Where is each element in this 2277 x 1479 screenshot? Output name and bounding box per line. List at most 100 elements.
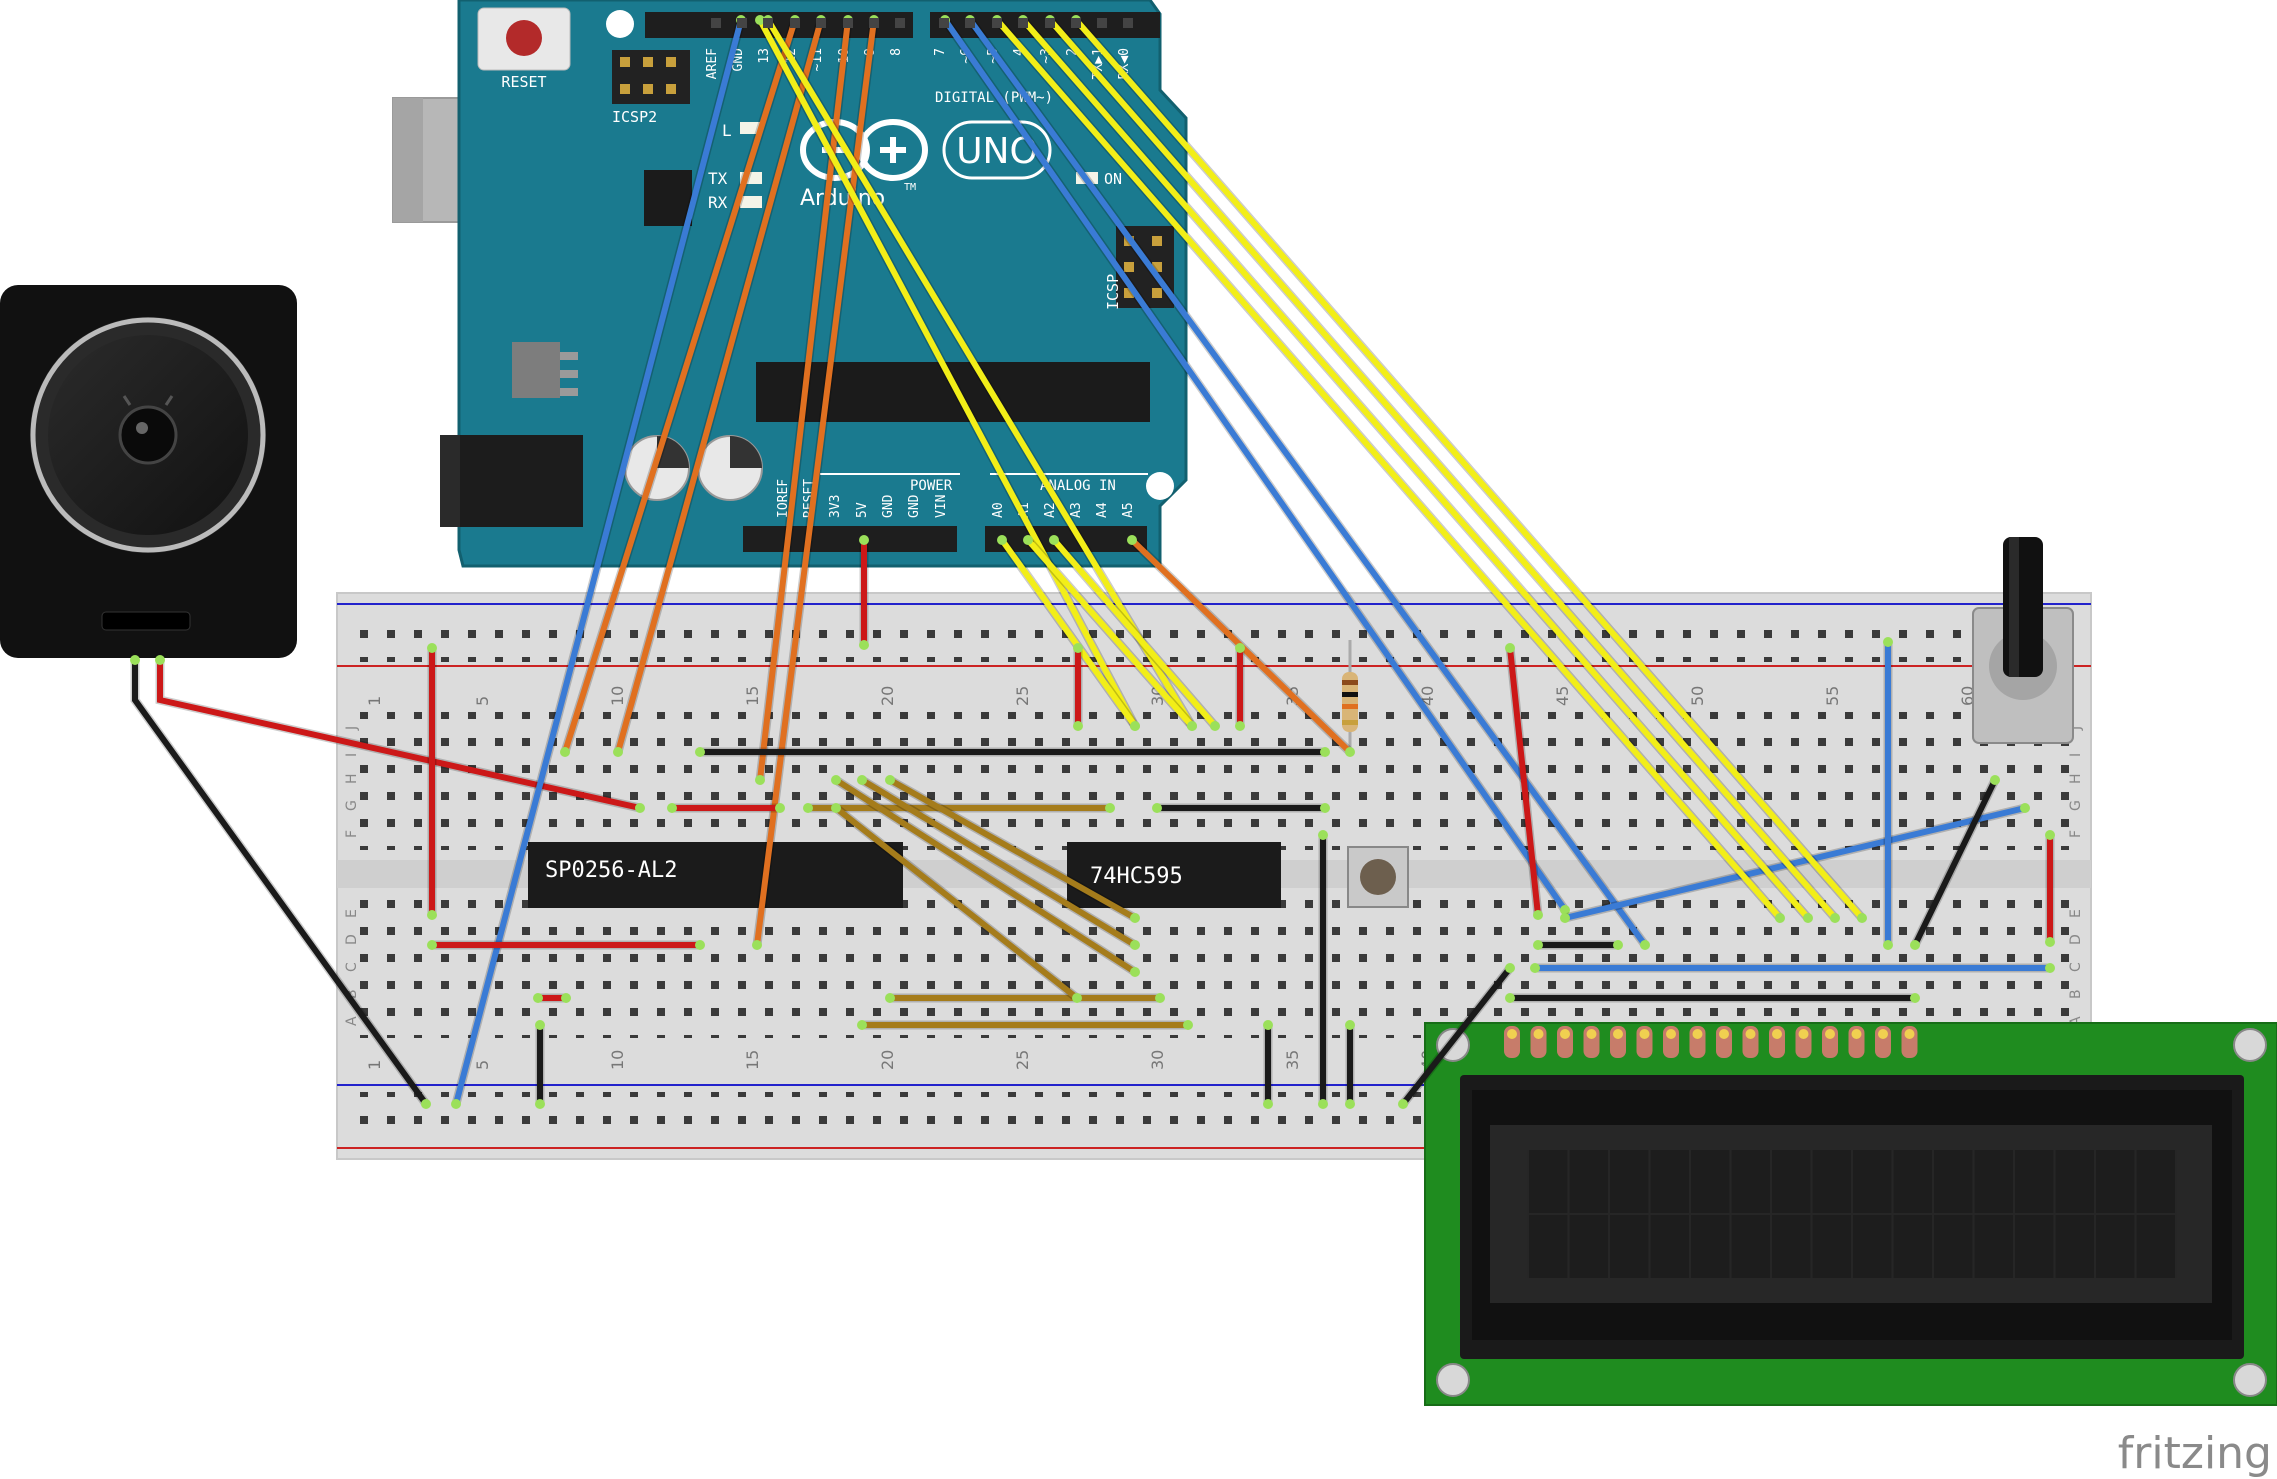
wire-endpoint: [857, 775, 867, 785]
breadboard-column-number: 20: [878, 686, 897, 706]
wire-endpoint: [421, 1099, 431, 1109]
wire-endpoint: [1073, 721, 1083, 731]
wire-yellow: [1047, 17, 1838, 921]
wire-endpoint: [1130, 721, 1140, 731]
wire-endpoint: [1990, 775, 2000, 785]
arduino-tm: TM: [904, 182, 916, 193]
wire-endpoint: [1830, 913, 1840, 923]
wire-endpoint: [775, 803, 785, 813]
wire-blue: [453, 17, 744, 1107]
wire-endpoint: [859, 640, 869, 650]
wire-brown: [887, 777, 1138, 921]
wire-yellow: [1020, 17, 1811, 921]
74hc595-label: 74HC595: [1090, 864, 1183, 889]
wire-endpoint: [1320, 803, 1330, 813]
wire-blue: [967, 17, 1648, 948]
wire-endpoint: [1345, 747, 1355, 757]
wire-red: [157, 657, 643, 811]
speaker: [0, 285, 297, 658]
wire-endpoint: [1130, 967, 1140, 977]
wire-yellow: [999, 537, 1138, 729]
arduino-power-pin-label: VIN: [934, 495, 949, 518]
wire-endpoint: [1318, 1099, 1328, 1109]
wire-endpoint: [1263, 1099, 1273, 1109]
wire-endpoint: [695, 747, 705, 757]
icsp2-label: ICSP2: [612, 108, 657, 126]
uno-badge: [942, 120, 1052, 180]
wire-endpoint: [535, 1020, 545, 1030]
breadboard-column-number: 10: [608, 686, 627, 706]
breadboard-row-letter: G: [2068, 800, 2084, 811]
breadboard-column-number: 20: [878, 1050, 897, 1070]
wire-endpoint: [1560, 913, 1570, 923]
wire-endpoint: [1130, 913, 1140, 923]
wires: [130, 15, 2055, 1109]
reset-label: RESET: [501, 73, 546, 91]
wire-blue: [942, 17, 1568, 913]
wire-endpoint: [831, 803, 841, 813]
wire-endpoint: [1263, 1020, 1273, 1030]
power-jack: [440, 435, 583, 527]
wire-endpoint: [635, 803, 645, 813]
wire-endpoint: [857, 1020, 867, 1030]
wire-orange: [757, 17, 851, 783]
arduino-top-pin-label: 8: [889, 48, 904, 56]
breadboard-row-letter: B: [344, 989, 360, 999]
wire-red: [1507, 645, 1541, 918]
wire-endpoint: [1775, 913, 1785, 923]
analog-header: [985, 526, 1147, 552]
speaker-dust-cap: [118, 405, 178, 465]
breadboard-row-letter: D: [344, 934, 360, 945]
wire-endpoint: [831, 775, 841, 785]
wire-endpoint: [2045, 830, 2055, 840]
breadboard-row-letter: G: [344, 800, 360, 811]
wire-endpoint: [1803, 913, 1813, 923]
wire-endpoint: [2020, 803, 2030, 813]
wire-endpoint: [1072, 993, 1082, 1003]
icsp-header: [1116, 226, 1174, 308]
resistor: [1342, 640, 1358, 755]
usb-interface-chip: [644, 170, 692, 226]
sp0256-chip: SP0256-AL2: [528, 842, 903, 908]
wire-yellow: [1051, 537, 1218, 729]
wire-endpoint: [1883, 637, 1893, 647]
wire-endpoint: [1505, 643, 1515, 653]
wire-endpoint: [1183, 1020, 1193, 1030]
sp0256-label: SP0256-AL2: [545, 858, 677, 883]
breadboard-row-letter: H: [344, 773, 360, 784]
arduino-power-pin-label: GND: [881, 494, 896, 518]
breadboard-row-letter: I: [2068, 753, 2084, 757]
wire-endpoint: [695, 940, 705, 950]
breadboard-column-number: 1: [365, 696, 384, 706]
wire-endpoint: [2045, 963, 2055, 973]
arduino-top-pin-label: 2: [1065, 48, 1080, 56]
arduino-analog-pin-label: A2: [1043, 502, 1058, 518]
wire-endpoint: [1883, 940, 1893, 950]
breadboard-row-letter: E: [344, 909, 360, 918]
wire-endpoint: [885, 775, 895, 785]
breadboard-row-letter: B: [2068, 989, 2084, 999]
wire-endpoint: [1533, 940, 1543, 950]
breadboard-column-number: 10: [608, 1050, 627, 1070]
arduino-top-pin-label: 7: [933, 48, 948, 56]
breadboard-row-letter: H: [2068, 773, 2084, 784]
arduino-analog-pin-label: A0: [991, 502, 1006, 518]
icsp2-header: [612, 50, 690, 104]
arduino-analog-pin-label: A3: [1069, 502, 1084, 518]
analog-label: ANALOG IN: [1040, 478, 1116, 494]
wire-endpoint: [1187, 721, 1197, 731]
wire-endpoint: [1533, 910, 1543, 920]
breadboard-row-letter: A: [2068, 1016, 2084, 1026]
reset-button-cap: [506, 20, 542, 56]
wire-endpoint: [1049, 535, 1059, 545]
wire-endpoint: [130, 655, 140, 665]
74hc595-chip: 74HC595: [1067, 842, 1281, 908]
breadboard-row-letter: J: [2068, 726, 2084, 731]
wire-endpoint: [1505, 993, 1515, 1003]
wire-endpoint: [885, 993, 895, 1003]
wire-endpoint: [1105, 803, 1115, 813]
breadboard-row-letter: C: [2068, 962, 2084, 972]
top-terminal-holes: [350, 712, 2080, 850]
wire-endpoint: [755, 15, 765, 25]
